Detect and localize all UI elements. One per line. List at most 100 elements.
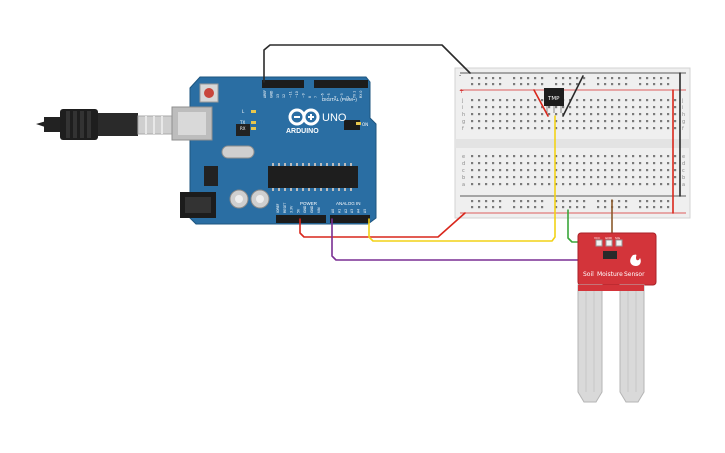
breadboard-hole[interactable] — [653, 99, 656, 102]
breadboard-hole[interactable] — [660, 162, 663, 165]
wire-black-gnd[interactable] — [263, 44, 471, 83]
breadboard-hole[interactable] — [674, 99, 677, 102]
breadboard-hole[interactable] — [492, 176, 495, 179]
breadboard-hole[interactable] — [590, 155, 593, 158]
breadboard-hole[interactable] — [555, 162, 558, 165]
breadboard-hole[interactable] — [471, 113, 474, 116]
breadboard-hole[interactable] — [555, 83, 558, 86]
breadboard-hole[interactable] — [569, 155, 572, 158]
breadboard-hole[interactable] — [646, 200, 649, 203]
breadboard-hole[interactable] — [478, 127, 481, 130]
breadboard-hole[interactable] — [562, 176, 565, 179]
breadboard-hole[interactable] — [611, 99, 614, 102]
breadboard-hole[interactable] — [492, 83, 495, 86]
breadboard-hole[interactable] — [562, 206, 565, 209]
breadboard-hole[interactable] — [534, 113, 537, 116]
breadboard-hole[interactable] — [499, 99, 502, 102]
breadboard-hole[interactable] — [562, 200, 565, 203]
breadboard-hole[interactable] — [478, 162, 481, 165]
breadboard-hole[interactable] — [478, 169, 481, 172]
breadboard-hole[interactable] — [520, 113, 523, 116]
breadboard-hole[interactable] — [674, 162, 677, 165]
breadboard-hole[interactable] — [576, 106, 579, 109]
breadboard-hole[interactable] — [646, 99, 649, 102]
breadboard-hole[interactable] — [583, 162, 586, 165]
breadboard-hole[interactable] — [674, 183, 677, 186]
breadboard-hole[interactable] — [667, 120, 670, 123]
breadboard-hole[interactable] — [555, 127, 558, 130]
breadboard-hole[interactable] — [527, 77, 530, 80]
breadboard-hole[interactable] — [478, 83, 481, 86]
breadboard-hole[interactable] — [639, 155, 642, 158]
breadboard-hole[interactable] — [576, 113, 579, 116]
breadboard-hole[interactable] — [541, 99, 544, 102]
breadboard-hole[interactable] — [653, 169, 656, 172]
breadboard-hole[interactable] — [667, 127, 670, 130]
breadboard-hole[interactable] — [541, 155, 544, 158]
breadboard-hole[interactable] — [478, 155, 481, 158]
breadboard-hole[interactable] — [513, 200, 516, 203]
breadboard-hole[interactable] — [534, 120, 537, 123]
breadboard-hole[interactable] — [562, 127, 565, 130]
breadboard-hole[interactable] — [541, 77, 544, 80]
arduino-uno-board[interactable]: ARDUINO UNO DIGITAL (PWM~) POWER ANALOG … — [171, 76, 377, 225]
breadboard-hole[interactable] — [611, 120, 614, 123]
breadboard-hole[interactable] — [562, 183, 565, 186]
breadboard-hole[interactable] — [520, 200, 523, 203]
breadboard-hole[interactable] — [660, 106, 663, 109]
breadboard-hole[interactable] — [562, 155, 565, 158]
breadboard-hole[interactable] — [520, 99, 523, 102]
breadboard-hole[interactable] — [660, 83, 663, 86]
breadboard-hole[interactable] — [604, 206, 607, 209]
breadboard-hole[interactable] — [597, 83, 600, 86]
breadboard-hole[interactable] — [618, 183, 621, 186]
breadboard-hole[interactable] — [541, 127, 544, 130]
breadboard-hole[interactable] — [625, 183, 628, 186]
breadboard-hole[interactable] — [513, 155, 516, 158]
breadboard-hole[interactable] — [534, 183, 537, 186]
breadboard-hole[interactable] — [653, 77, 656, 80]
breadboard-hole[interactable] — [583, 176, 586, 179]
breadboard-hole[interactable] — [618, 77, 621, 80]
soil-moisture-sensor[interactable]: VCC GND SIG Soil Moisture Sensor — [577, 232, 657, 403]
breadboard-hole[interactable] — [660, 120, 663, 123]
breadboard-hole[interactable] — [576, 162, 579, 165]
breadboard-hole[interactable] — [576, 127, 579, 130]
breadboard-hole[interactable] — [499, 83, 502, 86]
breadboard-hole[interactable] — [548, 162, 551, 165]
breadboard-hole[interactable] — [653, 183, 656, 186]
breadboard-hole[interactable] — [660, 176, 663, 179]
breadboard-hole[interactable] — [590, 120, 593, 123]
breadboard-hole[interactable] — [618, 155, 621, 158]
soil-pin-sig[interactable] — [615, 239, 623, 247]
breadboard-hole[interactable] — [597, 155, 600, 158]
breadboard-hole[interactable] — [513, 206, 516, 209]
breadboard-hole[interactable] — [632, 162, 635, 165]
breadboard-hole[interactable] — [555, 169, 558, 172]
breadboard-hole[interactable] — [485, 83, 488, 86]
breadboard-hole[interactable] — [478, 77, 481, 80]
breadboard-hole[interactable] — [597, 200, 600, 203]
breadboard-hole[interactable] — [569, 183, 572, 186]
breadboard-hole[interactable] — [611, 162, 614, 165]
breadboard-hole[interactable] — [527, 113, 530, 116]
breadboard-hole[interactable] — [471, 162, 474, 165]
breadboard-hole[interactable] — [632, 113, 635, 116]
power-header[interactable] — [276, 215, 326, 223]
breadboard-hole[interactable] — [569, 176, 572, 179]
breadboard-hole[interactable] — [471, 77, 474, 80]
breadboard-hole[interactable] — [583, 169, 586, 172]
breadboard-hole[interactable] — [513, 77, 516, 80]
breadboard-hole[interactable] — [506, 120, 509, 123]
breadboard-hole[interactable] — [674, 155, 677, 158]
breadboard-hole[interactable] — [471, 127, 474, 130]
breadboard-hole[interactable] — [513, 183, 516, 186]
breadboard-hole[interactable] — [562, 162, 565, 165]
breadboard-hole[interactable] — [478, 106, 481, 109]
breadboard-hole[interactable] — [646, 77, 649, 80]
breadboard-hole[interactable] — [667, 162, 670, 165]
breadboard-hole[interactable] — [492, 77, 495, 80]
breadboard-hole[interactable] — [597, 162, 600, 165]
breadboard-hole[interactable] — [471, 83, 474, 86]
breadboard-hole[interactable] — [604, 113, 607, 116]
